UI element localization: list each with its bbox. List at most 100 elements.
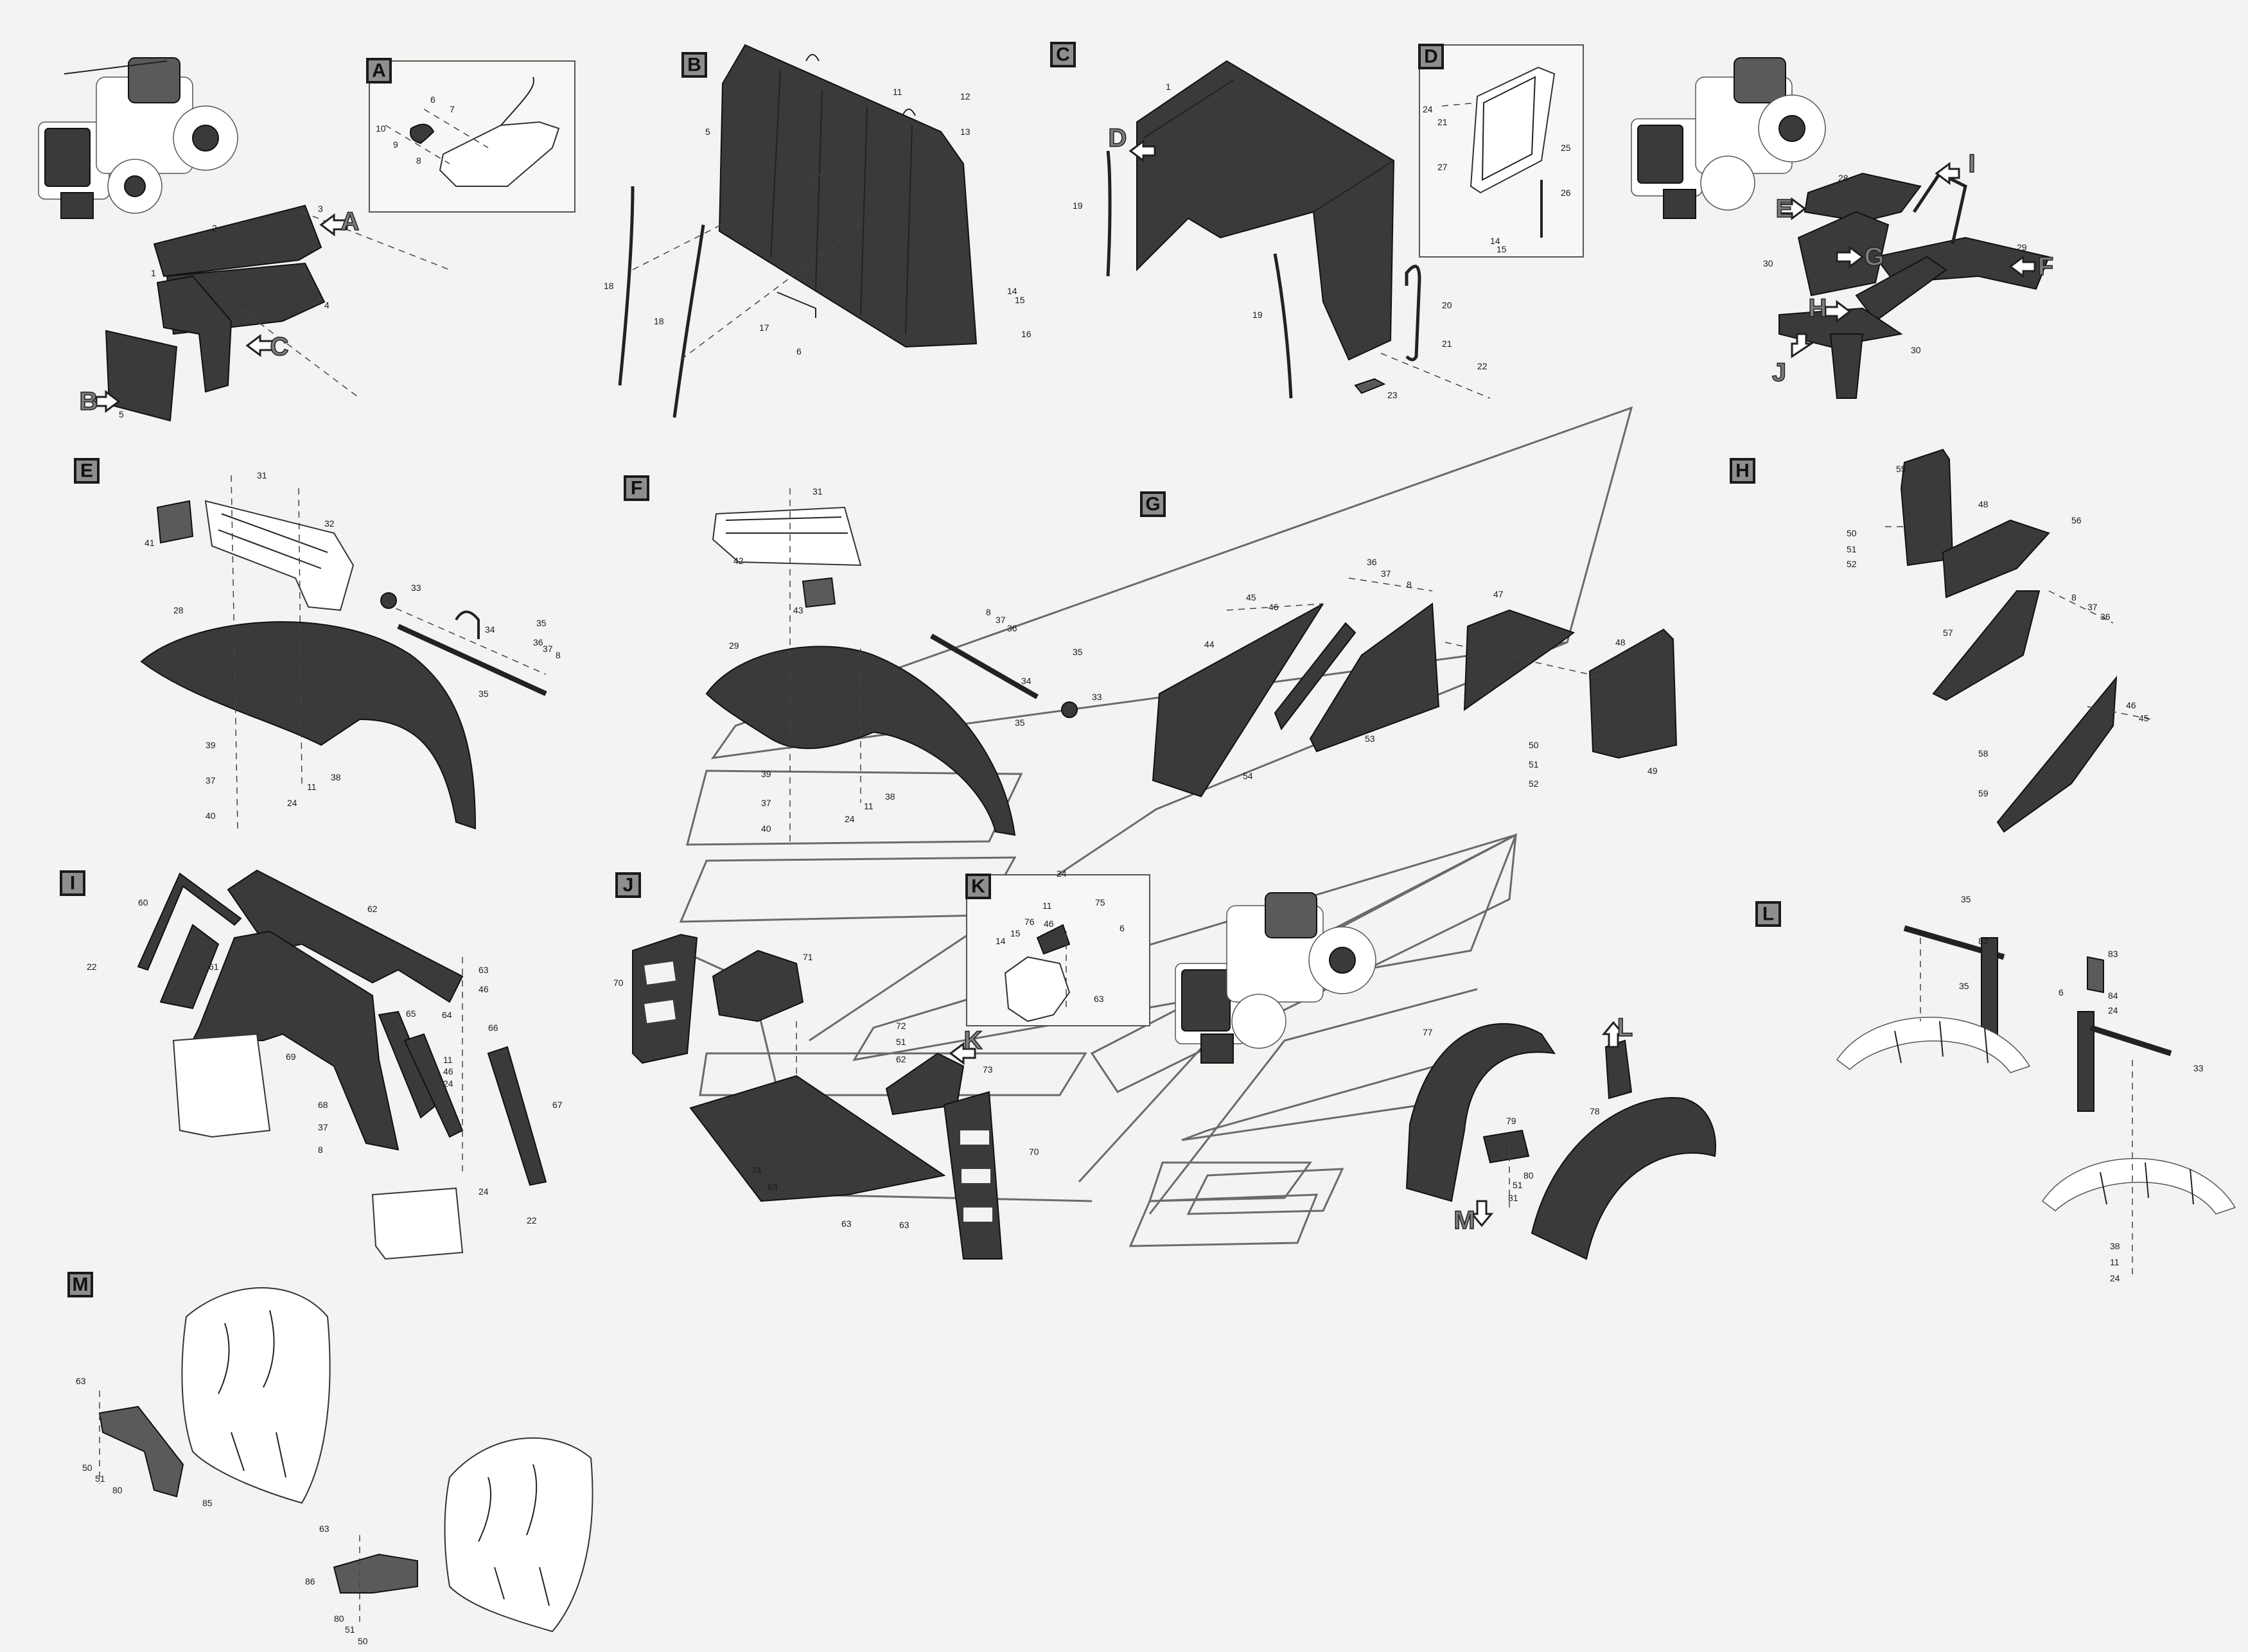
part-number: 38 [2110,1241,2120,1251]
part-number: 65 [406,1008,416,1019]
door-frame-inner [1481,76,1536,181]
part-number: 11 [1042,901,1052,911]
part-number: 85 [202,1498,213,1508]
part-number: 28 [173,605,184,615]
ghost-panel [1090,833,1517,1093]
fender-right [705,646,1016,836]
part-number: 24 [443,1078,453,1089]
section-label-K: K [971,876,985,897]
part-number: 72 [896,1021,906,1031]
part-number: 64 [442,1010,452,1020]
part-number: 18 [604,281,614,291]
part-number: 6 [796,346,802,356]
part-number: 35 [479,689,489,699]
overview-fender-assembly: I E G F H J 28 29 30 30 [1631,57,2054,399]
callout-arrow [1601,1021,1626,1048]
part-number: 15 [1010,928,1021,938]
part-number: 78 [1590,1106,1600,1116]
section-E: E 31 32 41 28 33 34 35 36 37 8 35 39 38 … [74,458,561,830]
fender-left [140,621,477,830]
callout-arrow [2008,255,2036,278]
part-number: 62 [367,904,378,914]
part-number: 57 [1943,628,1953,638]
section-I: I 60 61 62 22 63 46 64 65 66 69 68 37 8 … [60,869,563,1260]
section-K: K 24 11 75 76 46 6 14 15 63 [965,868,1150,1026]
overview-hood-assembly: A C B 1 2 3 4 5 [38,57,450,422]
callout-G: G [1864,243,1884,271]
part-number: 60 [138,897,148,908]
callout-E: E [1776,195,1793,223]
mudguard-stay [1981,937,1998,1041]
side-panel-rear [1463,609,1576,711]
mounting-bracket [712,949,804,1023]
part-number: 61 [209,962,219,972]
part-number: 11 [2110,1257,2120,1267]
part-number: 63 [841,1218,852,1229]
callout-arrow [949,1042,976,1065]
part-number: 71 [803,952,813,962]
section-F: F 31 42 43 29 8 37 36 34 35 35 33 39 38 … [624,475,1102,841]
upper-panel [1942,519,2050,599]
section-M: M 63 50 51 80 85 63 86 80 51 50 [67,1272,593,1646]
reflector [802,577,836,608]
part-number: 24 [287,798,297,808]
rubber-bumper [410,123,435,145]
part-number: 20 [1442,300,1452,310]
part-number: 53 [1365,734,1375,744]
part-number: 41 [145,538,155,548]
part-number: 63 [768,1182,778,1192]
part-number: 26 [1561,188,1571,198]
section-J: J K 70 71 72 51 62 73 74 63 63 63 70 [613,872,1039,1260]
callout-arrow [1824,300,1852,323]
mudguard-right [1531,1097,1716,1260]
part-number: 17 [759,322,769,333]
part-number: 58 [1978,748,1989,759]
callout-arrow [1791,333,1814,358]
part-number: 81 [1508,1193,1518,1203]
part-number: 1 [151,268,156,278]
lower-bracket [172,1033,271,1138]
part-number: 16 [1021,329,1032,339]
part-number: 76 [1024,917,1035,927]
part-number: 56 [2071,515,2082,525]
part-number: 63 [76,1376,86,1386]
callout-arrow [319,213,348,236]
part-number: 50 [82,1463,92,1473]
part-number: 62 [896,1054,906,1064]
part-number: 48 [1615,637,1626,647]
step-bracket [333,1553,418,1594]
callout-H: H [1809,294,1827,322]
part-number: 83 [2108,949,2118,959]
part-number: 15 [1497,244,1507,254]
step-platform [689,1075,946,1202]
ghost-panel [1148,1161,1312,1202]
mudguard-cover [444,1437,593,1633]
section-label-box [681,52,707,78]
tractor-thumbnail-center [1175,892,1376,1064]
part-number: 14 [996,936,1006,946]
part-number: 49 [1647,766,1658,776]
lower-panel [1996,675,2118,833]
section-label-A: A [372,60,386,82]
ghost-panel [679,856,1017,923]
callout-M: M [1453,1206,1475,1235]
callout-arrow [95,390,121,413]
part-number: 11 [307,782,317,792]
part-number: 66 [488,1023,498,1033]
section-label-I: I [70,873,75,894]
part-number: 22 [1477,361,1488,371]
section-label-L: L [1762,904,1774,925]
ghost-panel [686,769,1023,846]
part-number: 11 [443,1055,453,1065]
part-number: 35 [536,618,547,628]
part-number: 54 [1243,771,1253,781]
ladder-bracket [632,933,698,1064]
callout-B: B [80,387,98,416]
part-number: 18 [654,316,664,326]
part-number: 33 [411,583,421,593]
part-number: 37 [318,1122,328,1132]
part-number: 46 [1044,918,1054,929]
part-number: 73 [983,1064,993,1075]
section-B: B 5 11 12 13 14 15 16 17 6 18 18 [604,44,1032,418]
side-panel-front [1152,603,1324,798]
